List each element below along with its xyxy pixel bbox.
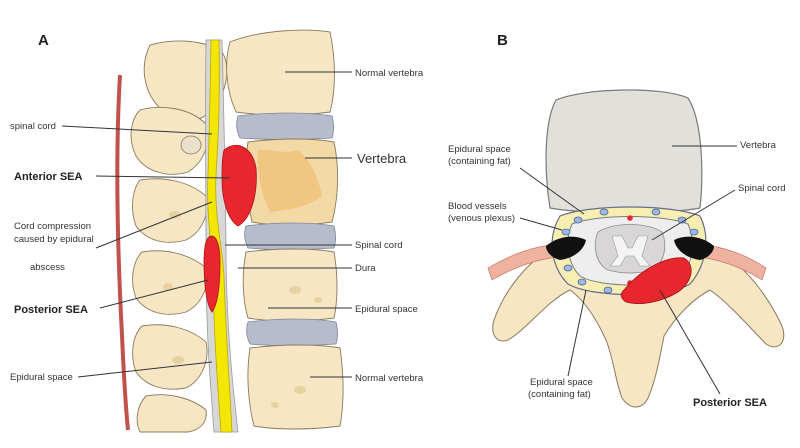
panel-a-letter: A [38,32,49,49]
label-cord-compression-3: abscess [30,262,65,273]
label-epidural-fat-top-2: (containing fat) [448,156,511,167]
label-epidural-space-right: Epidural space [355,304,418,315]
label-cord-compression-2: caused by epidural [14,234,94,245]
posterior-sea-b [620,257,692,304]
label-epidural-fat-bottom-2: (containing fat) [528,389,591,400]
label-vertebra-b: Vertebra [740,140,777,151]
label-cord-compression-1: Cord compression [14,221,91,232]
posterior-sea-a [203,235,221,313]
label-blood-vessels-1: Blood vessels [448,201,507,212]
label-spinal-cord-right: Spinal cord [355,240,403,251]
label-epidural-space-left: Epidural space [10,372,73,383]
label-posterior-sea-a: Posterior SEA [14,304,88,316]
label-epidural-fat-bottom-1: Epidural space [530,377,593,388]
label-blood-vessels-2: (venous plexus) [448,213,515,224]
label-vertebra-a: Vertebra [357,151,407,166]
label-posterior-sea-b: Posterior SEA [693,397,767,409]
label-anterior-sea: Anterior SEA [14,171,83,183]
label-normal-vertebra-top: Normal vertebra [355,68,424,79]
label-dura: Dura [355,263,376,274]
posterior-vessel [115,74,130,431]
label-normal-vertebra-bottom: Normal vertebra [355,373,424,384]
posterior-elements [130,40,228,433]
panel-b-letter: B [497,32,508,49]
vertebral-body-b [545,89,703,214]
panel-a: A [10,29,424,433]
panel-b: B [448,32,786,409]
label-spinal-cord-left: spinal cord [10,121,56,132]
spinal-cord-a [207,39,233,433]
vertebral-column [226,29,344,430]
anterior-sea-a [221,145,257,227]
label-spinal-cord-b: Spinal cord [738,183,786,194]
posterior-arch-b [492,249,785,408]
label-epidural-fat-top-1: Epidural space [448,144,511,155]
